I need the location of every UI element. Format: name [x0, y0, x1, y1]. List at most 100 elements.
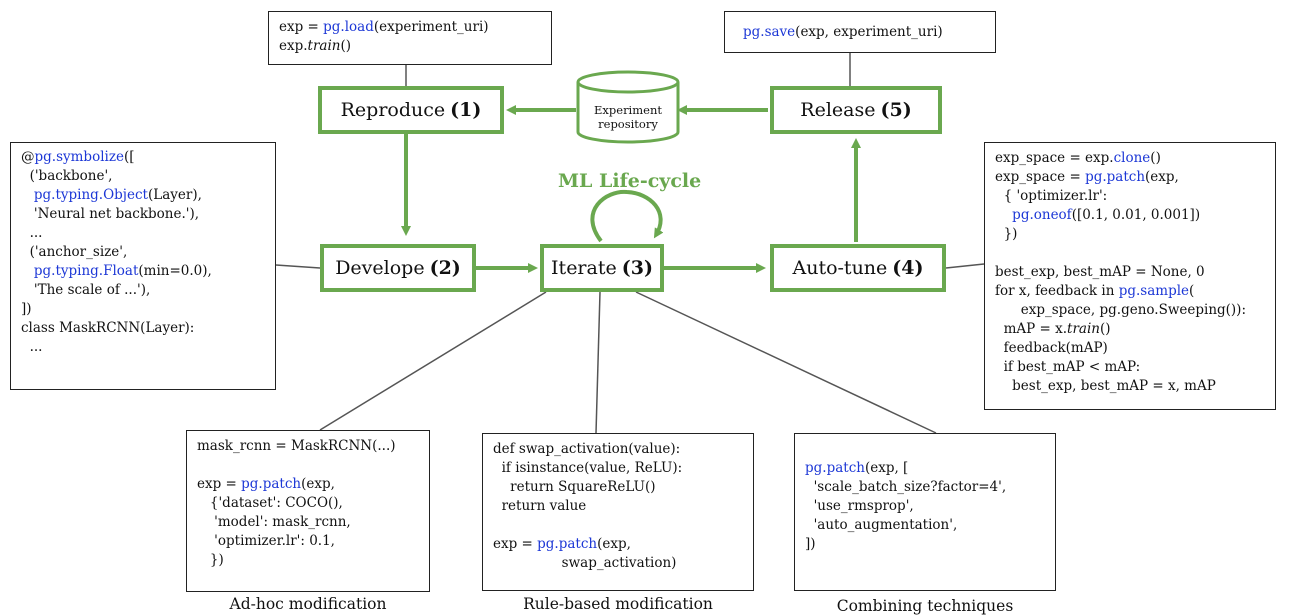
- code-text: train: [1067, 321, 1100, 337]
- stage-iterate-number: (3): [621, 257, 653, 279]
- connector-iterate-autotune-code: [945, 263, 985, 269]
- code-text: (exp,: [597, 536, 631, 552]
- api-call: pg.patch: [537, 536, 598, 552]
- stage-iterate: Iterate(3): [540, 244, 664, 292]
- code-line: 'The scale of ...'),: [21, 281, 265, 300]
- code-line: [493, 516, 743, 535]
- api-call: pg.typing.Object: [33, 187, 148, 203]
- stage-release-number: (5): [880, 99, 912, 121]
- code-text: return value: [493, 498, 587, 514]
- code-line: exp = pg.load(experiment_uri): [279, 18, 541, 37]
- code-text: if isinstance(value, ReLU):: [493, 460, 683, 476]
- api-call: pg.typing.Float: [33, 263, 139, 279]
- code-line: }): [995, 225, 1265, 244]
- code-line: ...: [21, 224, 265, 243]
- code-text: best_exp, best_mAP = None, 0: [995, 264, 1205, 280]
- code-text: ]): [21, 301, 32, 317]
- code-text: ]): [805, 536, 816, 552]
- code-text: { 'optimizer.lr':: [995, 188, 1108, 204]
- repository-label-line2: repository: [598, 117, 658, 131]
- repository-cylinder-icon: [576, 70, 680, 144]
- code-text: (experiment_uri): [373, 19, 489, 35]
- code-line: ('anchor_size',: [21, 243, 265, 262]
- code-text: return SquareReLU(): [493, 479, 656, 495]
- code-text: feedback(mAP): [995, 340, 1108, 356]
- code-line: 'use_rmsprop',: [805, 497, 1045, 516]
- code-text: exp.: [279, 38, 308, 54]
- stage-reproduce-label: Reproduce: [340, 99, 446, 121]
- connector-symbolize-develope: [275, 264, 321, 269]
- api-call: pg.save: [743, 24, 796, 40]
- code-line: exp = pg.patch(exp,: [197, 475, 419, 494]
- caption-combine: Combining techniques: [836, 597, 1014, 615]
- code-text: ...: [21, 339, 43, 355]
- code-line: pg.typing.Object(Layer),: [21, 186, 265, 205]
- code-line: 'scale_batch_size?factor=4',: [805, 478, 1045, 497]
- code-text: ('backbone',: [21, 168, 113, 184]
- api-call: pg.sample: [1118, 283, 1190, 299]
- stage-autotune-label: Auto-tune: [792, 257, 888, 279]
- code-text: exp_space, pg.geno.Sweeping()):: [995, 302, 1247, 318]
- caption-adhoc: Ad-hoc modification: [229, 595, 387, 613]
- stage-develope-number: (2): [429, 257, 461, 279]
- lifecycle-title: ML Life-cycle: [558, 170, 702, 192]
- code-line: ...: [21, 338, 265, 357]
- code-text: {'dataset': COCO(),: [197, 495, 343, 511]
- code-line: { 'optimizer.lr':: [995, 187, 1265, 206]
- stage-iterate-label: Iterate: [551, 257, 617, 279]
- repository-label-line1: Experiment: [594, 103, 662, 117]
- code-line: @pg.symbolize([: [21, 148, 265, 167]
- code-line: exp_space = exp.clone(): [995, 149, 1265, 168]
- code-text: (exp, [: [864, 460, 909, 476]
- stage-release: Release(5): [770, 86, 942, 134]
- code-text: train: [307, 38, 341, 54]
- connector-iterate-combine: [635, 291, 937, 434]
- code-text: class MaskRCNN(Layer):: [21, 320, 195, 336]
- code-text: swap_activation): [493, 555, 677, 571]
- code-text: }): [197, 552, 224, 568]
- code-text: 'model': mask_rcnn,: [197, 514, 351, 530]
- code-text: exp_space = exp.: [995, 150, 1114, 166]
- api-call: pg.patch: [1085, 169, 1146, 185]
- code-line: }): [197, 551, 419, 570]
- code-line: [995, 244, 1265, 263]
- code-text: @: [21, 149, 35, 165]
- code-symbolize: @pg.symbolize([ ('backbone', pg.typing.O…: [10, 142, 276, 390]
- iterate-loop-arrow: [590, 189, 664, 243]
- code-text: exp =: [279, 19, 324, 35]
- code-text: exp =: [493, 536, 538, 552]
- code-line: 'model': mask_rcnn,: [197, 513, 419, 532]
- code-line: def swap_activation(value):: [493, 440, 743, 459]
- code-line: if isinstance(value, ReLU):: [493, 459, 743, 478]
- code-text: 'use_rmsprop',: [805, 498, 914, 514]
- code-line: class MaskRCNN(Layer):: [21, 319, 265, 338]
- code-text: (exp,: [301, 476, 335, 492]
- code-text: if best_mAP < mAP:: [995, 359, 1141, 375]
- stage-develope-label: Develope: [335, 257, 425, 279]
- code-line: pg.typing.Float(min=0.0),: [21, 262, 265, 281]
- code-text: (exp,: [1145, 169, 1179, 185]
- code-line: feedback(mAP): [995, 339, 1265, 358]
- code-save: pg.save(exp, experiment_uri): [724, 11, 996, 53]
- api-call: pg.patch: [805, 460, 865, 476]
- code-line: swap_activation): [493, 554, 743, 573]
- code-text: ([0.1, 0.01, 0.001]): [1071, 207, 1201, 223]
- code-text: [995, 207, 1012, 223]
- code-line: ('backbone',: [21, 167, 265, 186]
- code-line: exp = pg.patch(exp,: [493, 535, 743, 554]
- code-line: pg.patch(exp, [: [805, 459, 1045, 478]
- code-adhoc: mask_rcnn = MaskRCNN(...)exp = pg.patch(…: [186, 430, 430, 592]
- stage-reproduce: Reproduce(1): [318, 86, 504, 134]
- api-call: pg.oneof: [1012, 207, 1072, 223]
- code-line: ]): [805, 535, 1045, 554]
- code-text: best_exp, best_mAP = x, mAP: [995, 378, 1216, 394]
- code-text: ...: [21, 225, 43, 241]
- stage-autotune: Auto-tune(4): [770, 244, 946, 292]
- code-load: exp = pg.load(experiment_uri)exp.train(): [268, 11, 552, 65]
- code-line: return value: [493, 497, 743, 516]
- lifecycle-arrows: [401, 105, 861, 273]
- code-text: 'auto_augmentation',: [805, 517, 958, 533]
- code-line: if best_mAP < mAP:: [995, 358, 1265, 377]
- api-call: pg.symbolize: [34, 149, 124, 165]
